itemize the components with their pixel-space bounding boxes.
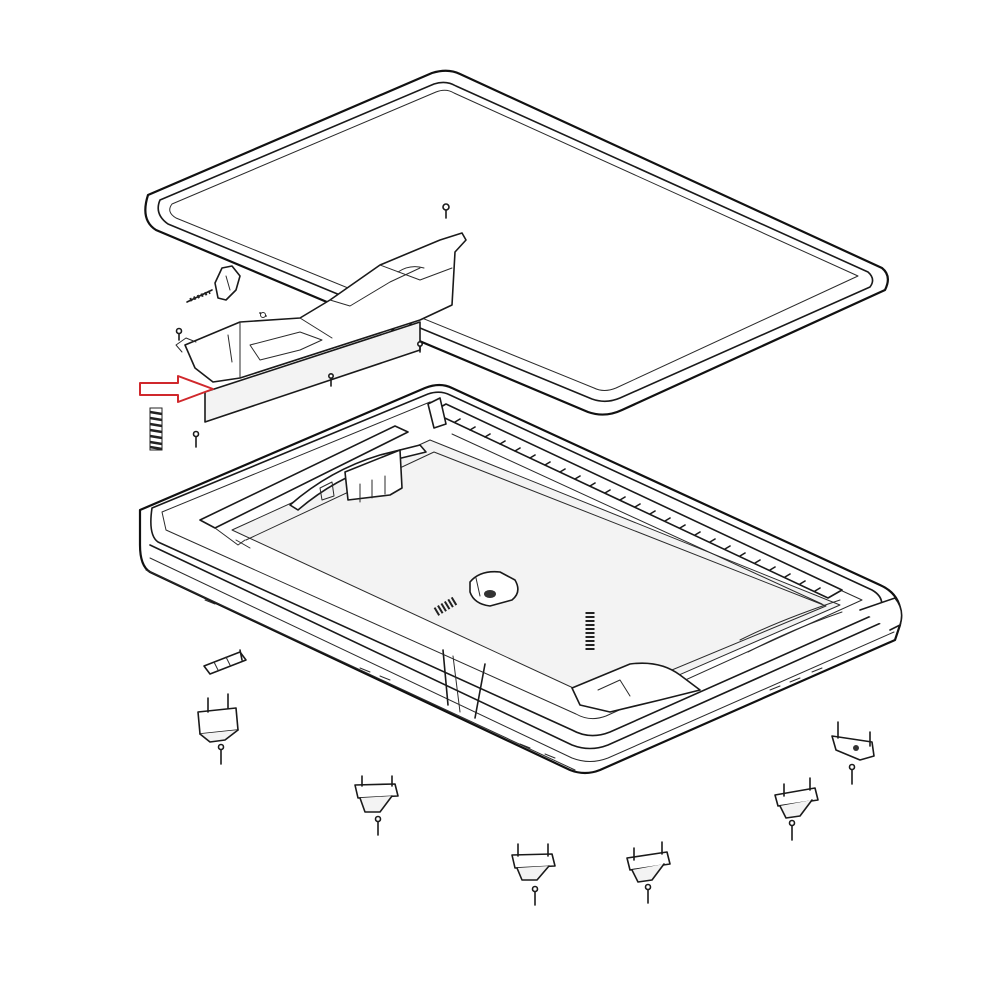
lower-base-frame	[138, 383, 903, 775]
screw	[531, 885, 539, 906]
clip	[626, 841, 671, 883]
screw	[442, 203, 450, 219]
clip	[197, 693, 239, 743]
screw	[192, 430, 200, 448]
clip	[354, 775, 399, 813]
upper-seal-frame	[144, 69, 889, 416]
cam-knob	[469, 570, 519, 607]
clip	[511, 843, 556, 881]
indicator-arrow	[139, 375, 214, 403]
clip	[831, 721, 875, 761]
clip	[774, 777, 819, 819]
screw	[374, 815, 382, 836]
screw	[848, 763, 856, 785]
screw	[217, 743, 225, 765]
spring	[149, 407, 163, 451]
hinge-bracket	[175, 232, 467, 423]
screw	[644, 883, 652, 904]
clip	[203, 649, 247, 675]
screw	[788, 819, 796, 841]
